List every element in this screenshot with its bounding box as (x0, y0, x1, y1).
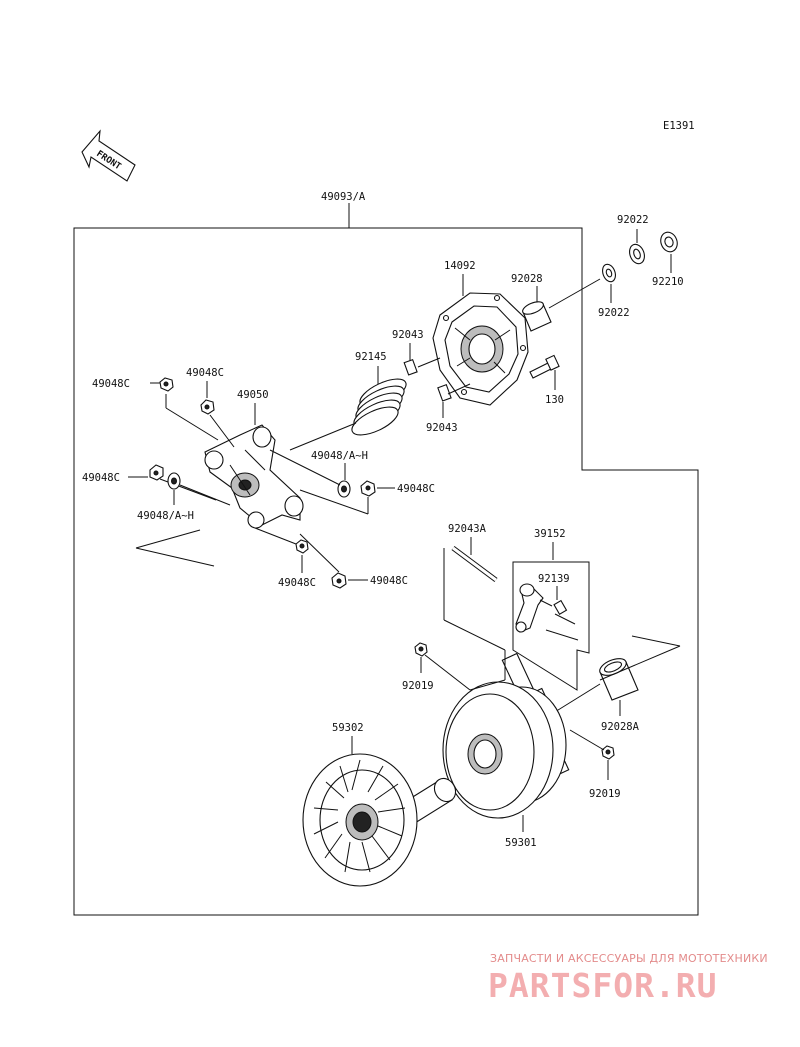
label-92043a: 92043A (448, 523, 487, 535)
label-49048c-bottom-right: 49048C (370, 575, 408, 587)
spider-49050 (204, 424, 304, 529)
label-49093a: 49093/A (321, 191, 366, 203)
label-49048c-left: 49048C (82, 472, 120, 484)
label-92210: 92210 (652, 276, 684, 288)
nut-49048c-bottom-right (331, 572, 347, 589)
arm-weight-39152 (515, 583, 553, 633)
pin-92043-top (403, 358, 418, 376)
label-49048c-top: 49048C (186, 367, 224, 379)
watermark-tagline: ЗАПЧАСТИ И АКСЕССУАРЫ ДЛЯ МОТОТЕХНИКИ (490, 952, 768, 965)
label-92022-top: 92022 (617, 214, 649, 226)
watermark-logo: PARTSFOR.RU (488, 966, 718, 1005)
diagram-code: E1391 (663, 120, 695, 132)
nut-92019-right (601, 745, 615, 760)
nut-92210 (660, 231, 678, 253)
label-130: 130 (545, 394, 564, 406)
label-49048c-right: 49048C (397, 483, 435, 495)
label-92022-mid: 92022 (598, 307, 630, 319)
label-49048ah-left: 49048/A~H (137, 510, 194, 522)
label-92028a: 92028A (601, 721, 640, 733)
pin-92139 (553, 599, 568, 615)
label-49048c-bottom: 49048C (278, 577, 316, 589)
label-92019-left: 92019 (402, 680, 434, 692)
label-49048c-left-top: 49048C (92, 378, 130, 390)
label-49050: 49050 (237, 389, 269, 401)
label-92028: 92028 (511, 273, 543, 285)
label-92043-bottom: 92043 (426, 422, 458, 434)
bushing-92028a (599, 658, 639, 701)
label-92139: 92139 (538, 573, 570, 585)
washer-92022-mid (602, 263, 616, 283)
nut-49048c-right (360, 480, 376, 497)
label-59301: 59301 (505, 837, 537, 849)
assembly-frame (73, 227, 699, 916)
label-92043-top: 92043 (392, 329, 424, 341)
bolt-130 (529, 354, 560, 379)
label-49048ah-right: 49048/A~H (311, 450, 368, 462)
sheave-59301 (442, 652, 570, 819)
nut-49048c-left (149, 464, 164, 481)
sheave-59302 (302, 753, 457, 887)
pin-92043-bottom (437, 384, 452, 402)
spring-92145 (351, 378, 407, 436)
pin-92043a (451, 545, 498, 583)
roller-49048ah-right (337, 480, 351, 498)
label-14092: 14092 (444, 260, 476, 272)
bushing-92028 (522, 301, 552, 332)
nut-49048c-top (200, 399, 215, 415)
label-92019-right: 92019 (589, 788, 621, 800)
nut-49048c-bottom (295, 539, 309, 554)
weight-kit-box (512, 561, 590, 691)
cover-14092 (432, 292, 529, 406)
label-59302: 59302 (332, 722, 364, 734)
washer-92022-top (629, 243, 645, 265)
label-39152: 39152 (534, 528, 566, 540)
nut-49048c-left-top (159, 377, 174, 392)
nut-92019-left (414, 642, 428, 657)
label-92145: 92145 (355, 351, 387, 363)
front-arrow-icon: FRONT (81, 129, 136, 182)
roller-49048ah-left (167, 472, 181, 490)
